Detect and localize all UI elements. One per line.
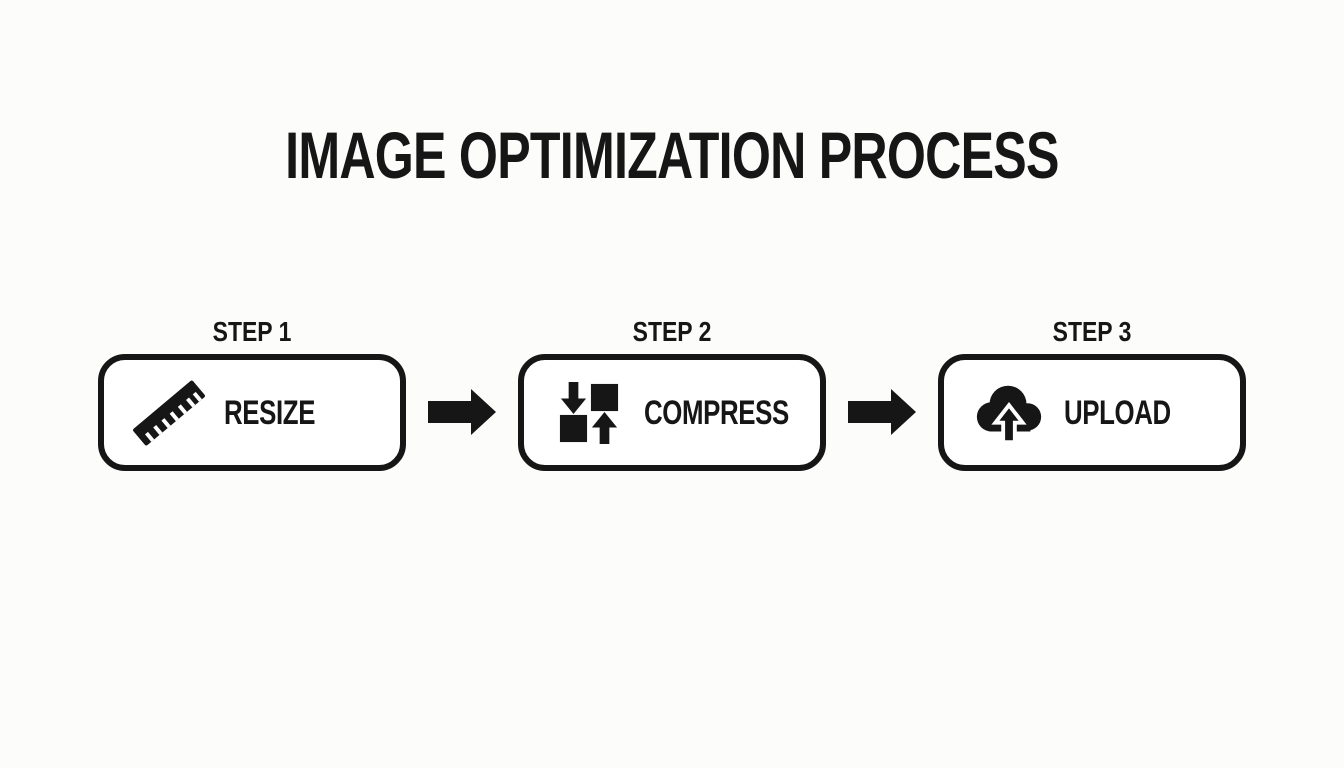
process-flow: STEP 1 xyxy=(98,318,1246,471)
step-group-resize: STEP 1 xyxy=(98,318,406,471)
step-box-compress: COMPRESS xyxy=(518,354,826,471)
ruler-icon xyxy=(132,376,206,450)
step-group-upload: STEP 3 UPLOAD xyxy=(938,318,1246,471)
step-name: RESIZE xyxy=(224,393,316,432)
step-label: STEP 3 xyxy=(1052,316,1132,347)
cloud-upload-icon xyxy=(972,376,1046,450)
compress-icon xyxy=(552,376,626,450)
step-box-upload: UPLOAD xyxy=(938,354,1246,471)
step-name: UPLOAD xyxy=(1064,393,1171,432)
right-arrow-icon xyxy=(428,389,496,435)
step-name: COMPRESS xyxy=(644,393,789,432)
step-group-compress: STEP 2 COMPRESS xyxy=(518,318,826,471)
step-label: STEP 2 xyxy=(632,316,712,347)
right-arrow-icon xyxy=(848,389,916,435)
step-label: STEP 1 xyxy=(212,316,292,347)
step-box-resize: RESIZE xyxy=(98,354,406,471)
page-title: IMAGE OPTIMIZATION PROCESS xyxy=(285,118,1059,192)
